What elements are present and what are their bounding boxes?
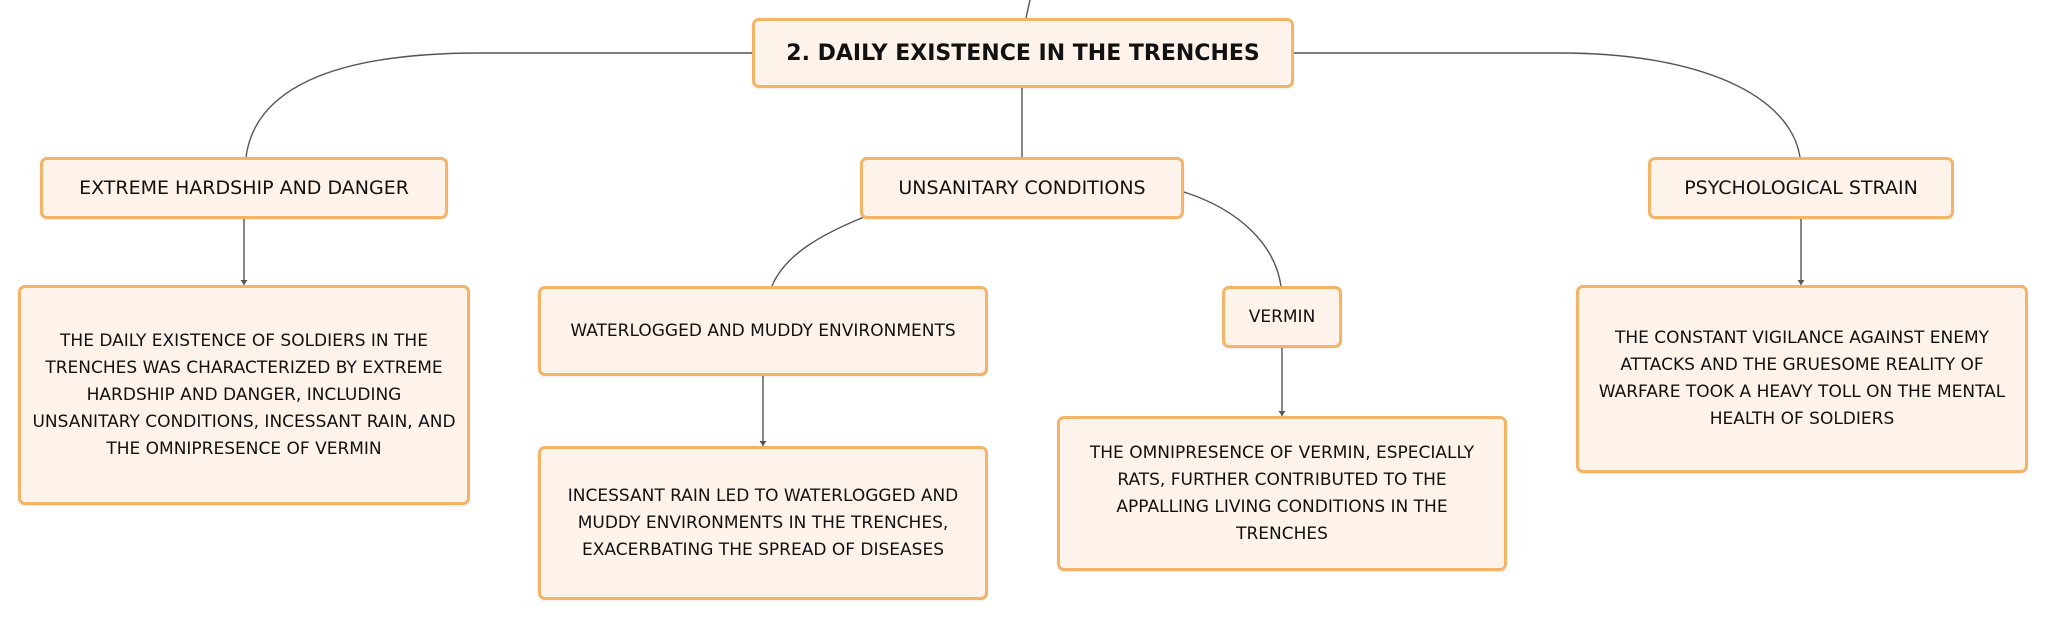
branch-node-label: EXTREME HARDSHIP AND DANGER [79, 177, 409, 199]
branch-node-hardship[interactable]: EXTREME HARDSHIP AND DANGER [40, 157, 448, 219]
branch-node-label: UNSANITARY CONDITIONS [898, 177, 1146, 199]
root-node[interactable]: 2. DAILY EXISTENCE IN THE TRENCHES [752, 18, 1294, 88]
arrowhead-waterlogged-detail [759, 441, 767, 446]
branch-node-unsanitary[interactable]: UNSANITARY CONDITIONS [860, 157, 1184, 219]
connector-root-to-psychological [1294, 52, 1801, 158]
branch-node-psychological[interactable]: PSYCHOLOGICAL STRAIN [1648, 157, 1954, 219]
detail-node-text: THE OMNIPRESENCE OF VERMIN, ESPECIALLY R… [1089, 442, 1475, 544]
sub-node-label: VERMIN [1248, 307, 1316, 327]
root-node-label: 2. DAILY EXISTENCE IN THE TRENCHES [786, 40, 1260, 66]
detail-node-text: INCESSANT RAIN LED TO WATERLOGGED AND MU… [567, 485, 959, 560]
detail-node-text: THE CONSTANT VIGILANCE AGAINST ENEMY ATT… [1598, 328, 2006, 429]
sub-node-label: WATERLOGGED AND MUDDY ENVIRONMENTS [570, 321, 956, 341]
connector-parent-up [1025, 0, 1031, 19]
detail-node-hardship[interactable]: THE DAILY EXISTENCE OF SOLDIERS IN THE T… [18, 285, 470, 505]
arrowhead-psychological-detail [1797, 280, 1805, 285]
sub-node-vermin[interactable]: VERMIN [1222, 286, 1342, 348]
arrowhead-vermin-detail [1278, 411, 1286, 416]
connector-root-to-hardship [245, 52, 752, 158]
detail-node-psychological[interactable]: THE CONSTANT VIGILANCE AGAINST ENEMY ATT… [1576, 285, 2028, 473]
detail-node-vermin[interactable]: THE OMNIPRESENCE OF VERMIN, ESPECIALLY R… [1057, 416, 1507, 571]
sub-node-waterlogged[interactable]: WATERLOGGED AND MUDDY ENVIRONMENTS [538, 286, 988, 376]
connector-unsanitary-to-vermin [1183, 191, 1282, 287]
arrowhead-hardship-detail [240, 280, 248, 285]
branch-node-label: PSYCHOLOGICAL STRAIN [1684, 177, 1918, 199]
connector-unsanitary-to-waterlogged [771, 216, 865, 287]
detail-node-text: THE DAILY EXISTENCE OF SOLDIERS IN THE T… [32, 330, 456, 459]
detail-node-waterlogged[interactable]: INCESSANT RAIN LED TO WATERLOGGED AND MU… [538, 446, 988, 600]
